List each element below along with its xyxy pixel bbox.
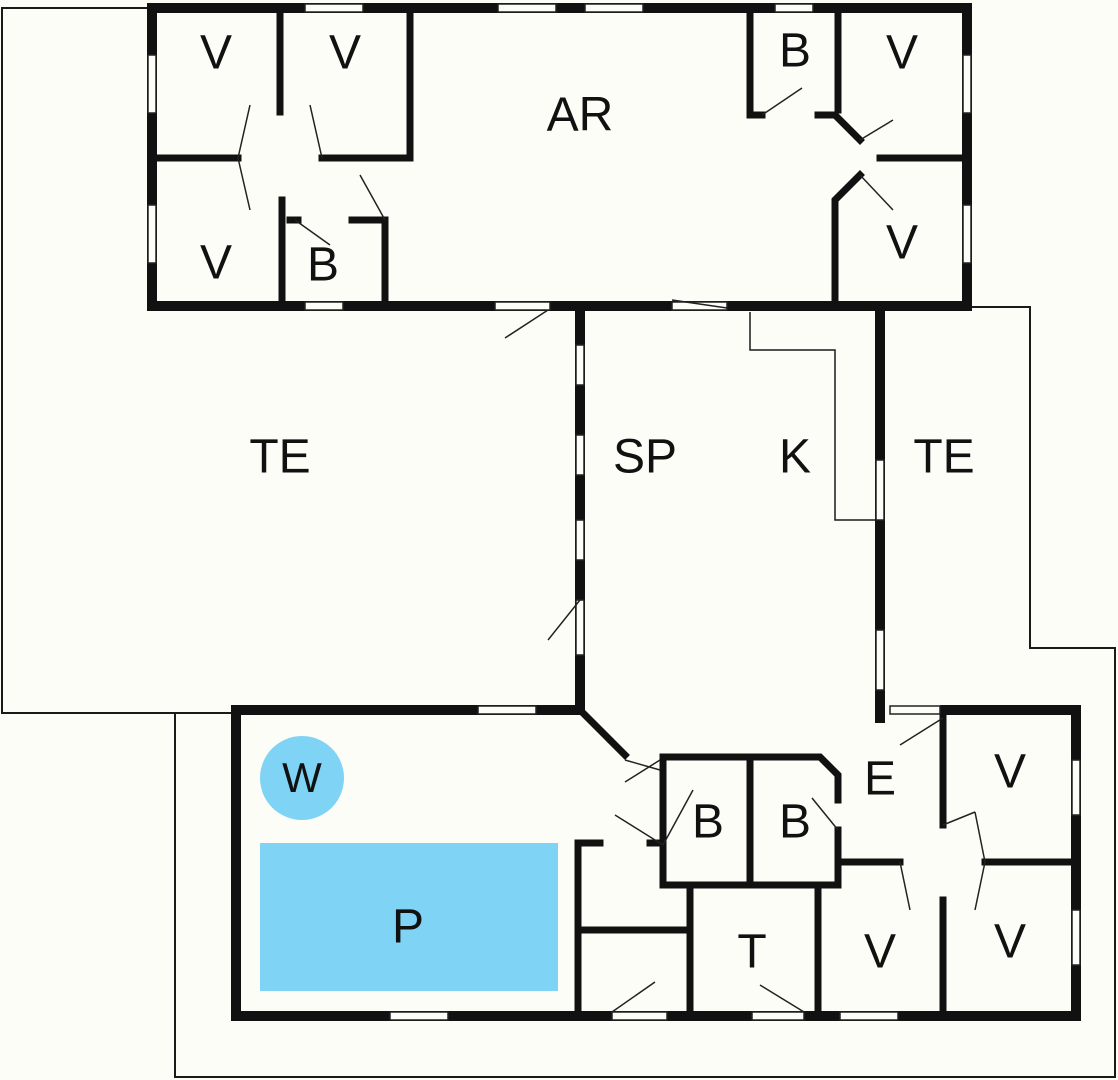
pool <box>260 843 558 991</box>
south-wing-inner-walls <box>574 705 1076 1016</box>
windows <box>147 3 1081 1021</box>
room-label-terrace: TE <box>913 431 974 484</box>
room-label-living: AR <box>547 89 614 142</box>
room-label-pool: P <box>392 901 424 954</box>
doors <box>237 87 986 1013</box>
room-label-kitchen: K <box>779 431 811 484</box>
north-wing-walls <box>147 3 972 311</box>
room-label-whirlpool: W <box>282 754 322 801</box>
room-label-bedroom: V <box>200 237 232 290</box>
room-label-bathroom: B <box>779 796 811 849</box>
kitchen-counter <box>749 312 880 521</box>
room-label-bedroom: V <box>994 916 1026 969</box>
room-label-entrance: E <box>864 753 896 806</box>
north-wing-inner-walls <box>151 11 969 306</box>
room-label-dining: SP <box>613 431 677 484</box>
terrace-outline-west <box>1 7 235 714</box>
room-label-bedroom: V <box>994 746 1026 799</box>
room-label-terrace: TE <box>249 431 310 484</box>
whirlpool <box>260 736 344 820</box>
room-label-bedroom: V <box>886 217 918 270</box>
room-label-bedroom: V <box>200 27 232 80</box>
room-label-bathroom: B <box>779 25 811 78</box>
terrace-outline-south-east <box>174 306 1116 1078</box>
room-label-bedroom: V <box>864 926 896 979</box>
room-label-bathroom: B <box>307 239 339 292</box>
room-label-bedroom: V <box>886 27 918 80</box>
room-label-toilet: T <box>737 926 766 979</box>
room-label-bedroom: V <box>329 27 361 80</box>
room-label-bathroom: B <box>692 796 724 849</box>
